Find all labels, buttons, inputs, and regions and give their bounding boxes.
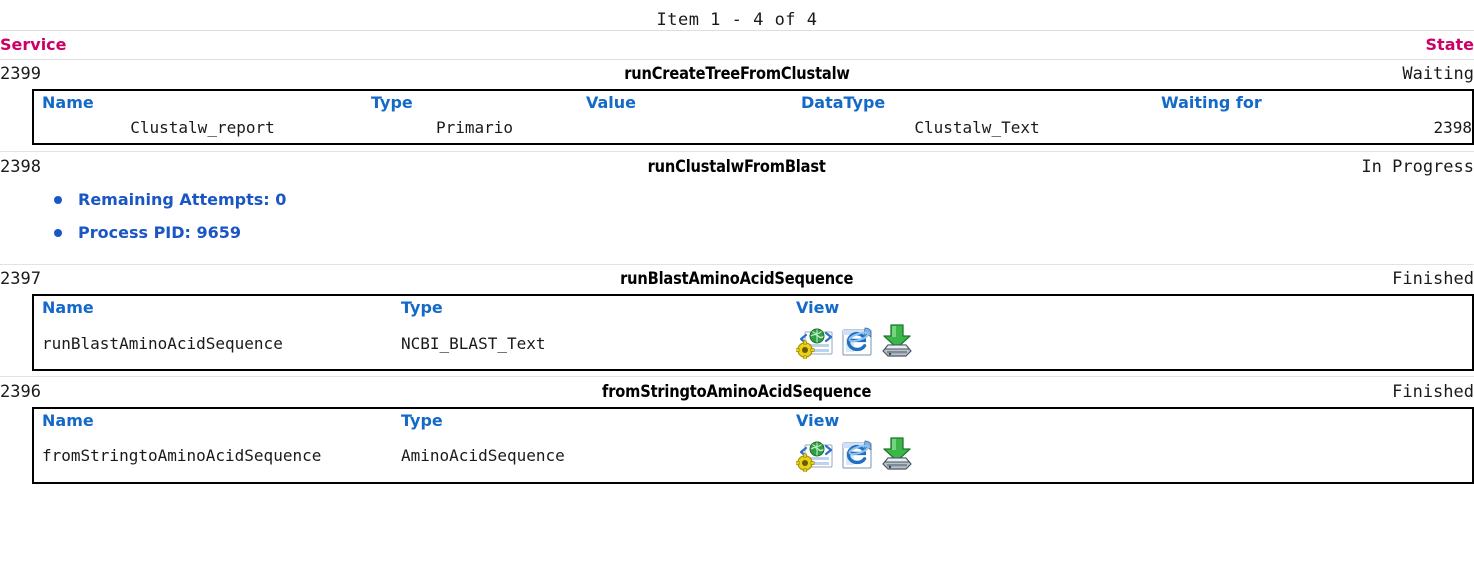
browser-view-icon[interactable] — [837, 325, 875, 363]
service-state: Waiting — [1402, 64, 1474, 84]
service-name: runClustalwFromBlast — [647, 156, 827, 177]
service-id: 2396 — [0, 381, 41, 402]
service-state: Finished — [1392, 381, 1474, 402]
service-summary-row[interactable]: 2396 fromStringtoAminoAcidSequence Finis… — [0, 378, 1474, 407]
detail-col-type: Type — [371, 93, 413, 112]
detail-col-name: Name — [42, 298, 94, 317]
table-row: Clustalw_report Primario Clustalw_Text 2… — [33, 115, 1473, 144]
view-icon-group — [795, 323, 916, 363]
cell-type: Primario — [435, 118, 514, 137]
item-count-label: Item 1 - 4 of 4 — [656, 10, 818, 30]
service-name: fromStringtoAminoAcidSequence — [602, 381, 872, 402]
detail-col-value: Value — [586, 93, 637, 112]
service-summary-row[interactable]: 2398 runClustalwFromBlast In Progress — [0, 153, 1474, 182]
column-header-service: Service — [0, 30, 737, 60]
waiting-detail-table: Name Type Value DataType Waiting for Clu… — [32, 89, 1474, 145]
cell-datatype: Clustalw_Text — [914, 118, 1040, 137]
detail-col-view: View — [796, 298, 840, 317]
service-name: runBlastAminoAcidSequence — [620, 269, 854, 289]
service-block-2396: 2396 fromStringtoAminoAcidSequence Finis… — [0, 376, 1474, 407]
detail-col-name: Name — [42, 93, 94, 112]
cell-type: NCBI_BLAST_Text — [401, 333, 546, 353]
table-row: fromStringtoAminoAcidSequence AminoAcidS… — [33, 433, 1473, 483]
service-block-2398: 2398 runClustalwFromBlast In Progress — [0, 151, 1474, 182]
download-icon[interactable] — [878, 323, 916, 363]
xml-view-icon[interactable] — [795, 438, 834, 476]
service-name: runCreateTreeFromClustalw — [624, 64, 850, 84]
view-icon-group — [795, 436, 916, 476]
service-detail-2399: Name Type Value DataType Waiting for Clu… — [0, 89, 1474, 145]
service-info-list-2398: Remaining Attempts: 0 Process PID: 9659 — [0, 190, 1474, 256]
detail-col-type: Type — [401, 298, 443, 317]
column-header-state: State — [737, 30, 1474, 60]
detail-col-type: Type — [401, 410, 443, 430]
cell-view-actions — [788, 320, 1473, 370]
service-id: 2397 — [0, 269, 41, 289]
service-detail-2396: Name Type View fromStringtoAminoAcidSequ… — [0, 406, 1474, 484]
service-id: 2399 — [0, 64, 41, 84]
info-remaining-attempts: Remaining Attempts: 0 — [54, 190, 1474, 223]
cell-name: fromStringtoAminoAcidSequence — [42, 446, 322, 465]
detail-header-row: Name Type View — [33, 295, 1473, 320]
cell-view-actions — [788, 433, 1473, 483]
xml-view-icon[interactable] — [795, 325, 834, 363]
service-block-2397: 2397 runBlastAminoAcidSequence Finished — [0, 263, 1474, 295]
detail-col-name: Name — [42, 410, 94, 430]
service-summary-row[interactable]: 2399 runCreateTreeFromClustalw Waiting — [0, 60, 1474, 89]
cell-type: AminoAcidSequence — [401, 446, 565, 465]
cell-value — [578, 115, 793, 144]
cell-name: runBlastAminoAcidSequence — [42, 333, 283, 353]
info-process-pid: Process PID: 9659 — [54, 223, 1474, 256]
table-row: runBlastAminoAcidSequence NCBI_BLAST_Tex… — [33, 320, 1473, 370]
detail-col-datatype: DataType — [801, 93, 886, 112]
view-detail-table: Name Type View runBlastAminoAcidSequence… — [32, 294, 1474, 371]
detail-col-view: View — [796, 410, 840, 430]
detail-header-row: Name Type View — [33, 408, 1473, 433]
cell-name: Clustalw_report — [130, 118, 275, 137]
service-state: Finished — [1392, 269, 1474, 289]
download-icon[interactable] — [878, 436, 916, 476]
view-detail-table: Name Type View fromStringtoAminoAcidSequ… — [32, 406, 1474, 484]
service-summary-row[interactable]: 2397 runBlastAminoAcidSequence Finished — [0, 265, 1474, 294]
detail-header-row: Name Type Value DataType Waiting for — [33, 90, 1473, 115]
services-table: Service State — [0, 30, 1474, 60]
service-block-2399: 2399 runCreateTreeFromClustalw Waiting — [0, 60, 1474, 89]
service-state: In Progress — [1361, 156, 1474, 177]
column-header-row: Service State — [0, 30, 1474, 60]
browser-view-icon[interactable] — [837, 438, 875, 476]
service-detail-2397: Name Type View runBlastAminoAcidSequence… — [0, 294, 1474, 371]
detail-col-waitingfor: Waiting for — [1161, 93, 1262, 112]
service-id: 2398 — [0, 156, 41, 177]
cell-waiting-for: 2398 — [1433, 118, 1472, 137]
